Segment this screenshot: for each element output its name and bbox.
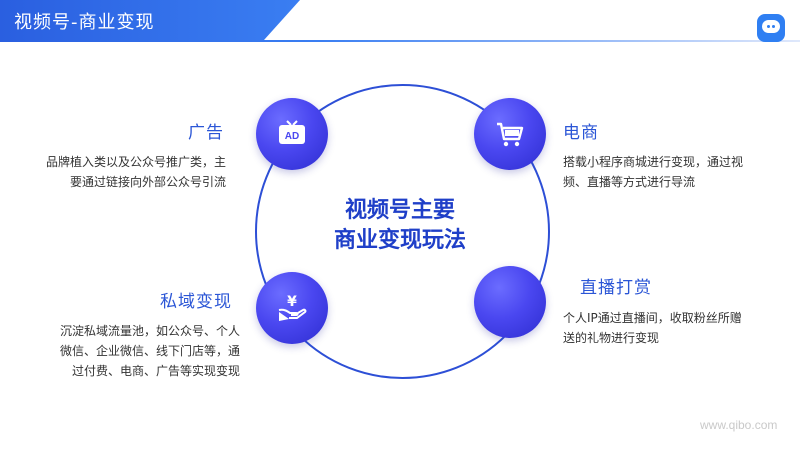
ads-desc-line1: 品牌植入类以及公众号推广类，主 xyxy=(45,155,226,169)
shopping-cart-icon xyxy=(497,122,524,147)
ecommerce-description: 搭载小程序商城进行变现，通过视 频、直播等方式进行导流 xyxy=(563,152,763,192)
ecommerce-circle xyxy=(474,98,546,170)
chat-logo-icon xyxy=(757,14,785,42)
ecommerce-desc-line2: 频、直播等方式进行导流 xyxy=(563,175,696,189)
header-banner xyxy=(0,0,300,40)
ecommerce-title: 电商 xyxy=(563,123,599,143)
page-title: 视频号-商业变现 xyxy=(14,12,155,33)
center-title-line2: 商业变现玩法 xyxy=(333,228,466,253)
watermark: www.qibo.com xyxy=(700,418,778,432)
header-divider xyxy=(0,40,800,42)
yuan-hand-icon: ¥ xyxy=(278,294,307,321)
private-desc-line3: 过付费、电商、广告等实现变现 xyxy=(71,364,240,378)
svg-text:AD: AD xyxy=(285,131,299,142)
private-desc-line2: 微信、企业微信、线下门店等，通 xyxy=(59,344,240,358)
ad-icon: AD xyxy=(279,120,305,144)
ads-desc-line2: 要通过链接向外部公众号引流 xyxy=(69,175,226,189)
private-desc-line1: 沉淀私域流量池，如公众号、个人 xyxy=(59,324,240,338)
svg-text:¥: ¥ xyxy=(287,294,297,310)
ads-description: 品牌植入类以及公众号推广类，主 要通过链接向外部公众号引流 xyxy=(40,152,226,192)
live-circle xyxy=(474,266,546,338)
live-description: 个人IP通过直播间，收取粉丝所赠 送的礼物进行变现 xyxy=(563,308,773,348)
live-title: 直播打赏 xyxy=(580,278,652,298)
ads-title: 广告 xyxy=(188,123,224,143)
ecommerce-desc-line1: 搭载小程序商城进行变现，通过视 xyxy=(563,155,744,169)
private-circle: ¥ xyxy=(256,272,328,344)
center-ring xyxy=(255,84,550,379)
center-title: 视频号主要 商业变现玩法 xyxy=(300,196,500,256)
private-title: 私域变现 xyxy=(160,292,232,312)
center-title-line1: 视频号主要 xyxy=(344,198,455,223)
live-desc-line1: 个人IP通过直播间，收取粉丝所赠 xyxy=(563,311,742,325)
private-description: 沉淀私域流量池，如公众号、个人 微信、企业微信、线下门店等，通 过付费、电商、广… xyxy=(40,321,240,381)
ads-circle: AD xyxy=(256,98,328,170)
live-desc-line2: 送的礼物进行变现 xyxy=(563,331,660,345)
